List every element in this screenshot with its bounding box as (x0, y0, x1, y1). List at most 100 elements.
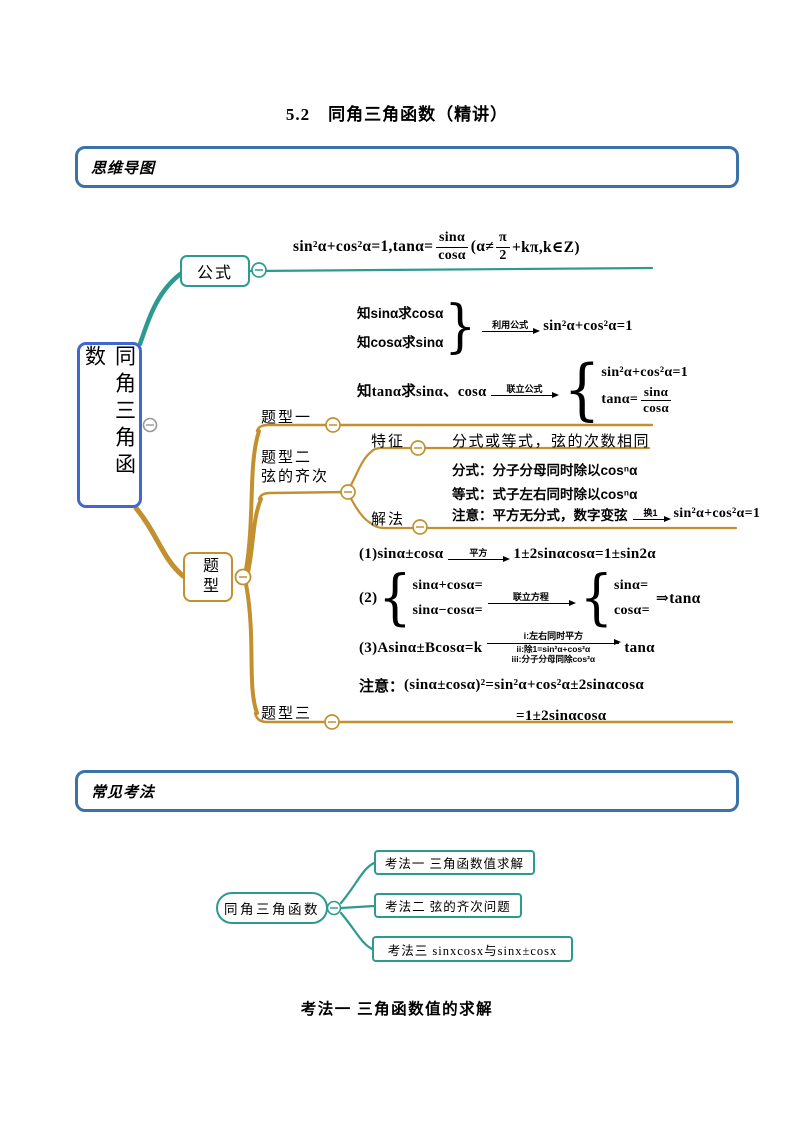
section-header-methods: 常见考法 (75, 770, 739, 812)
fraction-sin-cos: sinα cosα (435, 230, 469, 263)
arrow-label: 利用公式 (492, 319, 529, 330)
labeled-arrow: 联立方程 (487, 591, 576, 606)
branch-line-types (133, 505, 186, 579)
labeled-arrow: 利用公式 (482, 319, 541, 334)
brace-right: } (444, 292, 477, 360)
collapse-toggle-formula[interactable] (251, 262, 267, 278)
brace-left: { (378, 563, 412, 633)
type1-know-tan-text: 知tanα求sinα、cosα (357, 383, 487, 400)
formula-part3: +kπ,k∈Z) (511, 239, 580, 256)
branch-rail-type2 (257, 490, 350, 501)
branch-line-type1 (244, 429, 261, 572)
solution-line-fraction: 分式：分子分母同时除以cosⁿα (452, 463, 638, 478)
type1-know-line1: 知sinα求cosα (357, 305, 444, 321)
f2-left1: sinα+cosα= (412, 577, 483, 593)
feature-text: 分式或等式，弦的次数相同 (452, 434, 651, 450)
method-link-1 (339, 861, 376, 905)
type2-label: 题型二 弦的齐次 (261, 449, 329, 487)
type2-label-line2: 弦的齐次 (261, 469, 330, 485)
node-types-label: 题型 (200, 557, 217, 597)
arrow-shaft (491, 391, 560, 398)
node-formula: 公式 (180, 255, 250, 287)
collapse-toggle-methods-root[interactable] (326, 900, 342, 916)
node-types: 题型 (183, 552, 233, 602)
node-formula-label: 公式 (196, 265, 233, 282)
note-line1: (sinα±cosα)²=sin²α+cos²α±2sinαcosα (404, 676, 645, 693)
section-header-mindmap: 思维导图 (75, 146, 739, 188)
page-title: 5.2 同角三角函数（精讲） (285, 105, 509, 124)
type1-system-line2: tanα= sinα cosα (601, 384, 674, 416)
f1-pre: (1)sinα±cosα (359, 545, 444, 562)
method-node-3: 考法三 sinxcosx与sinx±cosx (372, 936, 573, 962)
branch-rail-feature (348, 446, 651, 489)
type3-label: 题型三 (261, 706, 313, 722)
arrow-label: 换1 (643, 507, 658, 518)
type1-known-sin-cos: 知sinα求cosα 知cosα求sinα } 利用公式 sin²α+cos²α… (357, 295, 633, 357)
tan-equals: tanα= (601, 392, 639, 407)
method-link-3 (339, 911, 376, 952)
branch-rail-type3 (253, 711, 734, 724)
type1-label: 题型一 (261, 410, 313, 426)
labeled-arrow: 联立公式 (491, 383, 560, 398)
brace-left: { (579, 563, 613, 633)
methods-root-label: 同角三角函数 (224, 902, 320, 917)
method-node-3-label: 考法三 sinxcosx与sinx±cosx (387, 943, 558, 958)
type1-know-line2: 知cosα求sinα (357, 334, 444, 350)
type1-result-a: sin²α+cos²α=1 (543, 317, 633, 334)
collapse-toggle-root[interactable] (142, 417, 158, 433)
f1-post: 1±2sinαcosα=1±sin2α (513, 545, 656, 562)
solution-line-note: 注意：平方无分式，数字变弦 换1 sin²α+cos²α=1 (452, 502, 760, 526)
solution-line-equation: 等式：式子左右同时除以cosⁿα (452, 487, 638, 502)
fraction-sin-cos: sinα cosα (640, 384, 672, 416)
arrow-label: 联立方程 (512, 591, 549, 602)
fraction-denominator: 2 (499, 247, 507, 263)
footer-heading: 考法一 三角函数值的求解 (300, 1001, 494, 1018)
fraction-numerator: sinα (640, 384, 672, 401)
method-node-2-label: 考法二 弦的齐次问题 (385, 900, 511, 914)
formula-part2: (α≠ (470, 238, 495, 255)
arrow-shaft (448, 555, 511, 562)
collapse-toggle-type3[interactable] (324, 714, 340, 730)
arrow-label: 平方 (469, 547, 488, 558)
type1-system-line1: sin²α+cos²α=1 (601, 364, 689, 380)
method-node-1: 考法一 三角函数值求解 (374, 850, 535, 875)
collapse-toggle-type2[interactable] (340, 484, 356, 500)
collapse-toggle-types[interactable] (234, 568, 252, 586)
collapse-toggle-solution[interactable] (412, 519, 428, 535)
feature-label: 特征 (371, 434, 406, 450)
f2-pre: (2) (359, 589, 378, 606)
arrow-shaft (482, 327, 541, 334)
formula-part1: sin²α+cos²α=1,tanα= (293, 238, 434, 255)
arrow-label: 联立公式 (506, 383, 543, 394)
fraction-pi-2: π 2 (496, 230, 510, 263)
f3-pre: (3)Asinα±Bcosα=k (359, 639, 483, 656)
method-link-2 (339, 904, 376, 910)
type3-note-line2: =1±2sinαcosα (516, 708, 607, 724)
node-root: 同角三角函数 (77, 342, 142, 508)
type1-known-tan: 知tanα求sinα、cosα 联立公式 { sin²α+cos²α=1 tan… (357, 356, 689, 423)
note-label: 注意： (359, 677, 405, 695)
branch-line-type2 (245, 497, 263, 579)
branch-rail-type1 (255, 423, 654, 433)
f2-post: ⇒tanα (655, 590, 701, 607)
branch-line-formula-rail (248, 266, 654, 273)
formula-expression: sin²α+cos²α=1,tanα= sinα cosα (α≠ π 2 +k… (293, 223, 580, 271)
fraction-denominator: cosα (438, 247, 466, 263)
f3-post: tanα (624, 639, 655, 656)
arrow-label-bottom: iii:分子分母同除cos²α (511, 654, 596, 665)
branch-rail-solution (348, 495, 738, 530)
collapse-toggle-type1[interactable] (325, 417, 341, 433)
type2-label-line1: 题型二 (261, 450, 313, 466)
f2-left2: sinα−cosα= (412, 602, 483, 618)
solution-label: 解法 (371, 512, 406, 528)
collapse-toggle-feature[interactable] (410, 440, 426, 456)
type3-formula3: (3)Asinα±Bcosα=k i:左右同时平方 ii:除1=sin²α+co… (359, 628, 655, 668)
solution-note-post: sin²α+cos²α=1 (673, 506, 761, 521)
methods-root-node: 同角三角函数 (216, 892, 328, 924)
arrow-label-top: i:左右同时平方 (523, 630, 584, 641)
node-root-label: 同角三角函数 (82, 345, 137, 480)
type3-formula1: (1)sinα±cosα 平方 1±2sinαcosα=1±sin2α (359, 541, 656, 567)
arrow-shaft (487, 639, 622, 646)
